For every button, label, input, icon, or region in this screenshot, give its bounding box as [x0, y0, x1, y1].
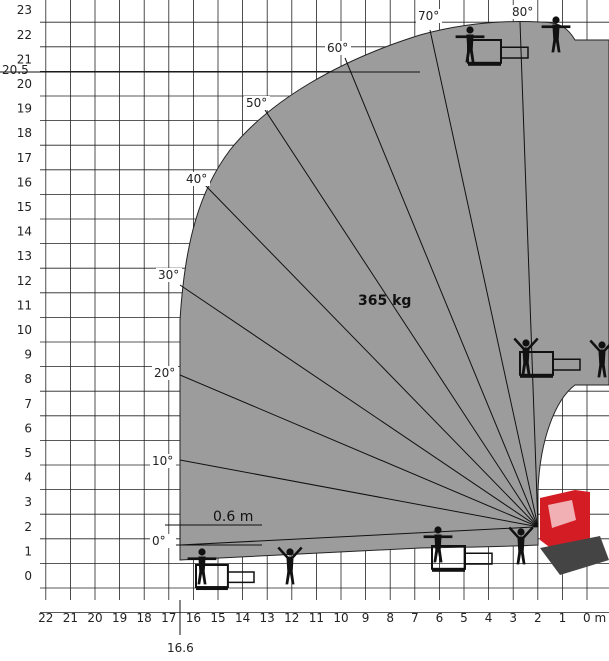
y-tick-label: 10 — [17, 323, 32, 337]
x-tick-label: 17 — [161, 611, 176, 625]
angle-label: 60° — [327, 41, 348, 55]
figures — [187, 16, 609, 591]
x-tick-label: 10 — [333, 611, 348, 625]
angle-ray — [264, 109, 539, 528]
angle-ray — [179, 459, 539, 528]
work-platform-icon — [519, 351, 581, 378]
angle-label-bg — [184, 172, 210, 186]
y-tick-label: 4 — [24, 471, 32, 485]
y-tick-label: 1 — [24, 544, 32, 558]
operator-figure-icon — [589, 339, 609, 378]
x-tick-label: 13 — [260, 611, 275, 625]
y-tick-label: 3 — [24, 495, 32, 509]
work-platform-icon — [195, 564, 255, 591]
y-tick-label: 14 — [17, 225, 32, 239]
x-tick-label: 22 — [38, 611, 53, 625]
x-tick-label: 15 — [210, 611, 225, 625]
angle-label-bg — [156, 268, 182, 282]
x-tick-label: 0 m — [583, 611, 606, 625]
x-tick-label: 14 — [235, 611, 250, 625]
x-tick-label: 7 — [411, 611, 419, 625]
x-tick-label: 19 — [112, 611, 127, 625]
work-platform-icon — [467, 39, 529, 66]
angle-label: 50° — [246, 96, 267, 110]
angle-ray — [179, 284, 539, 528]
y-tick-label: 21 — [17, 52, 32, 66]
angle-label-bg — [510, 5, 536, 19]
angle-label-bg — [152, 366, 178, 380]
angle-ray — [179, 526, 539, 546]
y-tick-label: 22 — [17, 28, 32, 42]
operator-figure-icon — [187, 548, 217, 585]
y-tick-label: 17 — [17, 151, 32, 165]
x-tick-label: 20 — [87, 611, 102, 625]
angle-label: 30° — [158, 268, 179, 282]
y-tick-label: 13 — [17, 249, 32, 263]
angle-label-bg — [325, 41, 351, 55]
operator-figure-icon — [541, 16, 571, 53]
outrigger-offset-label: 0.6 m — [213, 509, 253, 525]
operator-figure-icon — [277, 546, 303, 585]
angle-label-bg — [150, 534, 176, 548]
x-tick-label: 11 — [309, 611, 324, 625]
y-tick-label: 11 — [17, 298, 32, 312]
angle-ray — [429, 29, 539, 527]
y-tick-label: 2 — [24, 520, 32, 534]
y-tick-label: 6 — [24, 421, 32, 435]
angle-label-bg — [416, 9, 442, 23]
angle-label: 0° — [152, 534, 166, 548]
y-tick-label: 23 — [17, 3, 32, 17]
x-tick-label: 5 — [460, 611, 468, 625]
y-tick-label: 12 — [17, 274, 32, 288]
angle-label: 20° — [154, 366, 175, 380]
y-tick-label: 16 — [17, 175, 32, 189]
angle-ray — [204, 184, 539, 528]
y-tick-label: 0 — [24, 569, 32, 583]
x-tick-label: 16 — [186, 611, 201, 625]
angle-label: 40° — [186, 172, 207, 186]
y-tick-label: 18 — [17, 126, 32, 140]
y-tick-label: 15 — [17, 200, 32, 214]
x-tick-label: 1 — [559, 611, 567, 625]
operator-figure-icon — [423, 526, 453, 563]
y-tick-label: 5 — [24, 446, 32, 460]
outrigger-offset — [165, 520, 262, 546]
max-reach-tick: 16.6 — [167, 641, 194, 655]
x-tick-label: 3 — [509, 611, 517, 625]
x-tick-label: 18 — [137, 611, 152, 625]
x-tick-label: 4 — [485, 611, 493, 625]
angle-rays — [179, 21, 539, 546]
angle-labels: 0° 10° 20° 30° 40° 50° 60° 70° 80° — [150, 5, 536, 548]
working-envelope — [179, 21, 609, 561]
angle-ray — [179, 374, 539, 528]
angle-label-bg — [150, 454, 176, 468]
x-tick-label: 8 — [386, 611, 394, 625]
x-tick-label: 12 — [284, 611, 299, 625]
operator-figure-icon — [508, 526, 534, 565]
load-label: 365 kg — [358, 293, 411, 309]
angle-ray — [519, 21, 539, 527]
y-tick-label: 19 — [17, 102, 32, 116]
x-tick-label: 6 — [436, 611, 444, 625]
telehandler-cab-icon — [540, 490, 609, 575]
angle-label-bg — [244, 96, 270, 110]
x-tick-label: 21 — [63, 611, 78, 625]
max-height-tick: 20.5 — [2, 63, 29, 77]
y-tick-label: 9 — [24, 348, 32, 362]
operator-figure-icon — [513, 337, 539, 376]
x-tick-label: 2 — [534, 611, 542, 625]
y-tick-label: 8 — [24, 372, 32, 386]
y-tick-label: 7 — [24, 397, 32, 411]
work-platform-icon — [431, 545, 493, 572]
y-tick-label: 20 — [17, 77, 32, 91]
angle-label: 10° — [152, 454, 173, 468]
angle-label: 80° — [512, 5, 533, 19]
angle-ray — [344, 57, 539, 527]
angle-label: 70° — [418, 9, 439, 23]
x-tick-label: 9 — [362, 611, 370, 625]
